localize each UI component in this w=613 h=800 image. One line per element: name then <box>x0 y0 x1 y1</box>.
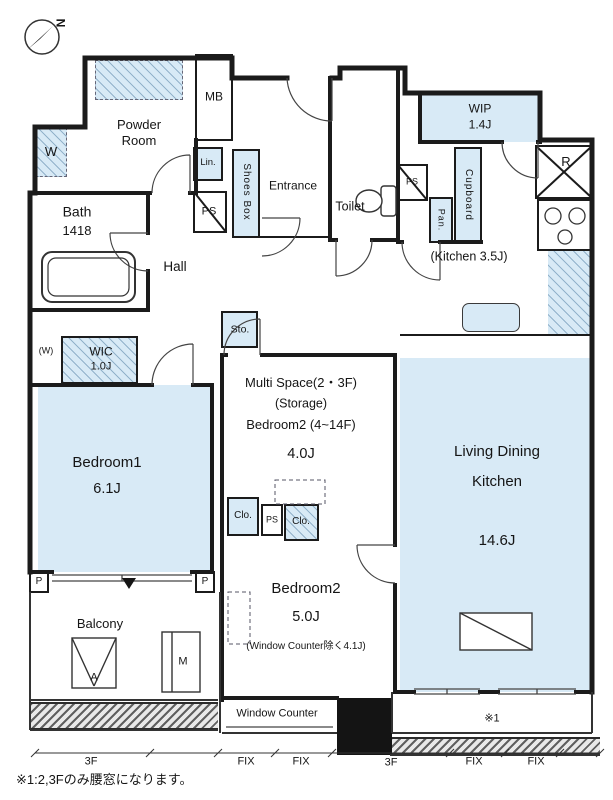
w-paren-label: (W) <box>38 345 54 356</box>
ps-closet-label: PS <box>265 514 279 525</box>
room-label-ldk-line2: Kitchen <box>471 472 523 490</box>
sink-icon <box>462 303 520 332</box>
room-size-wip: 1.4J <box>468 117 492 132</box>
closet-right-label: Clo. <box>292 515 310 527</box>
wip-fill <box>420 93 540 142</box>
pillar-right-label: P <box>201 575 209 587</box>
room-label-toilet: Toilet <box>335 199 365 214</box>
room-size-bedroom2: 5.0J <box>292 609 320 626</box>
room-label-bedroom1: Bedroom1 <box>72 453 142 471</box>
multi-space-size: 4.0J <box>287 446 315 463</box>
kitchen-counter-fill <box>548 250 592 335</box>
aircon-box-icon <box>71 637 117 689</box>
note-ref-label: ※1 <box>484 712 500 725</box>
wic-fill <box>62 337 137 383</box>
bathtub-icon <box>41 251 136 303</box>
closet-left-label: Clo. <box>234 509 252 521</box>
window-counter-label: Window Counter <box>236 707 318 720</box>
room-label-balcony: Balcony <box>76 616 124 632</box>
marker-3f-left: 3F <box>84 755 98 768</box>
meter-box-icon <box>161 631 201 693</box>
meter-label: M <box>178 655 188 668</box>
powder-top-hatch <box>95 60 183 100</box>
balcony-direction-triangle <box>122 578 136 589</box>
marker-fix-3: FIX <box>465 755 483 768</box>
marker-fix-1: FIX <box>237 755 255 768</box>
pipe-shaft <box>337 698 392 755</box>
room-label-bath: Bath <box>62 203 92 220</box>
door-arcs <box>109 77 539 584</box>
room-label-entrance: Entrance <box>268 178 318 193</box>
marker-fix-4: FIX <box>527 755 545 768</box>
room-size-bedroom1: 6.1J <box>93 481 121 498</box>
cupboard-label: Cupboard <box>463 169 475 221</box>
linen-label: Lin. <box>200 157 216 169</box>
bedroom1-fill <box>38 385 212 572</box>
room-label-bedroom2: Bedroom2 <box>271 579 341 597</box>
linen-fill <box>194 148 222 180</box>
room-label-powder: Powder Room <box>116 117 162 148</box>
room-label-wip: WIP <box>468 101 492 116</box>
ps-toilet-label: PS <box>405 176 419 187</box>
pillar-left-label: P <box>35 575 43 587</box>
balcony-walls <box>29 592 600 756</box>
compass-icon <box>24 19 60 55</box>
room-note-bedroom2: (Window Counter除く4.1J) <box>246 640 366 652</box>
storage-fill <box>222 312 257 347</box>
dashed-furniture <box>227 479 326 645</box>
aircon-label: A <box>90 671 98 684</box>
shoes-box-label: Shoes Box <box>241 163 253 221</box>
closet-left-fill <box>228 498 258 535</box>
ps-powder-label: PS <box>201 205 217 218</box>
pantry-label: Pan. <box>436 208 447 232</box>
shoes-box-fill <box>233 150 259 237</box>
room-size-wic: 1.0J <box>90 360 112 373</box>
marker-3f-right: 3F <box>384 756 398 769</box>
fridge-label: R <box>561 154 571 170</box>
cupboard-fill <box>455 148 481 242</box>
room-label-hall: Hall <box>163 258 187 274</box>
multi-space-line3: Bedroom2 (4~14F) <box>246 417 356 433</box>
stove-icon <box>544 207 586 245</box>
compass-north-label: N <box>53 18 68 28</box>
multi-space-line1: Multi Space(2・3F) <box>245 375 357 391</box>
storage-label: Sto. <box>230 323 250 336</box>
dimension-line <box>30 748 605 758</box>
washer-label: W <box>44 144 58 160</box>
room-label-kitchen: (Kitchen 3.5J) <box>430 249 508 264</box>
toilet-icon <box>355 185 397 217</box>
room-label-ldk-line1: Living Dining <box>454 442 540 460</box>
room-size-ldk: 14.6J <box>478 531 516 549</box>
mb-label: MB <box>205 89 223 104</box>
pantry-fill <box>430 198 452 242</box>
room-size-bath: 1418 <box>62 223 92 239</box>
footnote: ※1:2,3Fのみ腰窓になります。 <box>16 772 193 787</box>
multi-space-line2: (Storage) <box>274 396 328 411</box>
closet-right-fill <box>285 505 318 540</box>
marker-fix-2: FIX <box>292 755 310 768</box>
room-label-wic: WIC <box>89 344 113 359</box>
tv-board-icon <box>459 612 533 651</box>
